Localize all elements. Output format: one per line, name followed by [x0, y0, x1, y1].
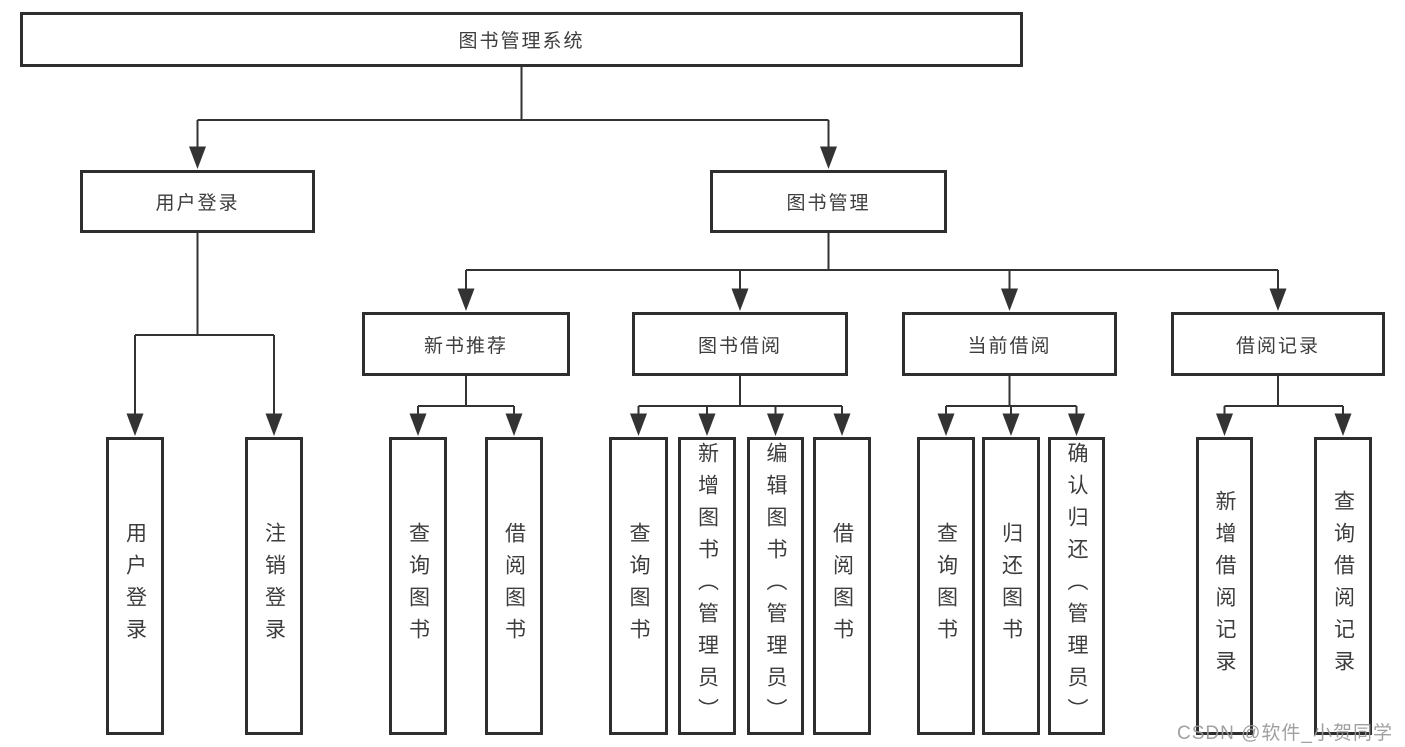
node-library-system-label: 图书管理系统 [458, 31, 585, 52]
node-current-borrowing: 当前借阅 [902, 312, 1117, 376]
leaf-user-login-label: 用户登录 [123, 522, 147, 650]
leaf-recommend-borrow-books: 借阅图书 [485, 437, 543, 735]
leaf-edit-books-admin-label: 编辑图书（管理员） [764, 442, 788, 730]
node-user-login: 用户登录 [80, 170, 315, 233]
node-borrowing-records: 借阅记录 [1171, 312, 1385, 376]
leaf-return-books: 归还图书 [982, 437, 1040, 735]
node-user-login-label: 用户登录 [155, 193, 240, 214]
leaf-add-borrow-record: 新增借阅记录 [1196, 437, 1253, 735]
node-book-management: 图书管理 [710, 170, 947, 233]
leaf-logout: 注销登录 [245, 437, 303, 735]
leaf-return-books-label: 归还图书 [999, 522, 1023, 650]
leaf-user-login: 用户登录 [106, 437, 164, 735]
node-borrowing-records-label: 借阅记录 [1235, 335, 1320, 357]
node-library-system: 图书管理系统 [20, 12, 1023, 67]
node-book-borrowing: 图书借阅 [632, 312, 848, 376]
leaf-borrowing-borrow-books-label: 借阅图书 [830, 522, 854, 650]
leaf-recommend-borrow-books-label: 借阅图书 [502, 522, 526, 650]
leaf-confirm-return-admin: 确认归还（管理员） [1048, 437, 1105, 735]
node-new-book-recommend-label: 新书推荐 [423, 335, 508, 357]
leaf-borrowing-query-books: 查询图书 [609, 437, 668, 735]
node-book-management-label: 图书管理 [786, 193, 871, 214]
leaf-edit-books-admin: 编辑图书（管理员） [747, 437, 804, 735]
leaf-add-books-admin-label: 新增图书（管理员） [695, 442, 719, 730]
leaf-add-books-admin: 新增图书（管理员） [678, 437, 736, 735]
leaf-current-query-books-label: 查询图书 [934, 522, 958, 650]
leaf-query-borrow-record-label: 查询借阅记录 [1331, 490, 1355, 682]
node-book-borrowing-label: 图书借阅 [697, 335, 782, 357]
leaf-recommend-query-books: 查询图书 [389, 437, 447, 735]
leaf-query-borrow-record: 查询借阅记录 [1314, 437, 1372, 735]
leaf-logout-label: 注销登录 [262, 522, 286, 650]
leaf-confirm-return-admin-label: 确认归还（管理员） [1065, 442, 1089, 730]
csdn-watermark: CSDN @软件_小贺同学 [1177, 723, 1393, 744]
leaf-current-query-books: 查询图书 [917, 437, 975, 735]
leaf-add-borrow-record-label: 新增借阅记录 [1213, 490, 1237, 682]
node-current-borrowing-label: 当前借阅 [967, 335, 1052, 357]
leaf-recommend-query-books-label: 查询图书 [406, 522, 430, 650]
leaf-borrowing-query-books-label: 查询图书 [627, 522, 651, 650]
leaf-borrowing-borrow-books: 借阅图书 [813, 437, 871, 735]
node-new-book-recommend: 新书推荐 [362, 312, 570, 376]
